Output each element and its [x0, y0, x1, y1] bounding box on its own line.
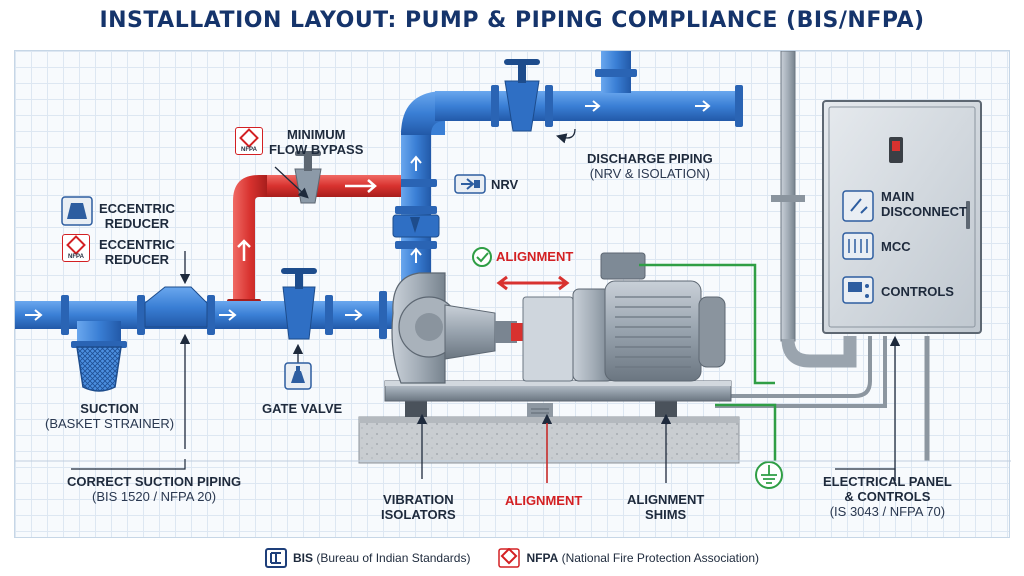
nfpa-badge-reducer: NFPA — [62, 234, 90, 262]
nfpa-badge-min-flow: NFPA — [235, 127, 263, 155]
electrical-panel — [822, 100, 982, 334]
discharge-label: DISCHARGE PIPING (NRV & ISOLATION) — [587, 151, 713, 181]
footer-legend: BIS (Bureau of Indian Standards) NFPA (N… — [0, 545, 1024, 571]
nfpa-legend: NFPA (National Fire Protection Associati… — [498, 548, 759, 568]
vibration-isolators-label: VIBRATION ISOLATORS — [381, 492, 456, 522]
electrical-conduits — [715, 51, 930, 461]
nfpa-full: (National Fire Protection Association) — [561, 551, 759, 565]
bis-full: (Bureau of Indian Standards) — [316, 551, 471, 565]
nrv-label: NRV — [491, 177, 519, 192]
min-flow-line2: FLOW BYPASS — [269, 142, 364, 157]
ground-wire — [639, 263, 783, 489]
bis-abbr: BIS — [292, 551, 313, 565]
main-disconnect-label: MAIN DISCONNECT — [881, 189, 967, 219]
eccentric-reducer-label-a: ECCENTRIC REDUCER — [99, 201, 175, 231]
mcc-icon — [842, 232, 874, 260]
gate-valve-label: GATE VALVE — [262, 401, 343, 416]
nfpa-logo-icon — [498, 548, 521, 568]
alignment-top-label: ALIGNMENT — [496, 249, 574, 264]
suction-piping — [15, 268, 395, 392]
electrical-panel-label: ELECTRICAL PANEL & CONTROLS (IS 3043 / N… — [823, 474, 952, 519]
correct-suction-label: CORRECT SUCTION PIPING (BIS 1520 / NFPA … — [67, 474, 242, 504]
alignment-bottom-label: ALIGNMENT — [505, 493, 583, 508]
page-title: INSTALLATION LAYOUT: PUMP & PIPING COMPL… — [99, 8, 925, 33]
eccentric-reducer-label-b: ECCENTRIC REDUCER — [99, 237, 175, 267]
diagram-svg — [15, 51, 1011, 489]
controls-label: CONTROLS — [881, 284, 954, 299]
min-flow-line1: MINIMUM — [286, 127, 346, 142]
min-flow-bypass — [227, 151, 401, 305]
min-flow-label: MINIMUM FLOW BYPASS — [269, 127, 363, 157]
bis-legend: BIS (Bureau of Indian Standards) — [264, 548, 471, 568]
discharge-piping — [392, 51, 743, 303]
bis-logo-icon — [264, 548, 287, 568]
mcc-label: MCC — [881, 239, 911, 254]
suction-label: SUCTION (BASKET STRAINER) — [45, 401, 175, 431]
diagram-area: NFPA NFPA MINIMUM FLOW BYPASS ECCENTRIC … — [14, 50, 1011, 538]
nfpa-abbr: NFPA — [526, 551, 559, 565]
check-icon — [472, 247, 492, 267]
main-disconnect-icon — [842, 190, 874, 222]
alignment-shims-label: ALIGNMENT SHIMS — [627, 492, 705, 522]
